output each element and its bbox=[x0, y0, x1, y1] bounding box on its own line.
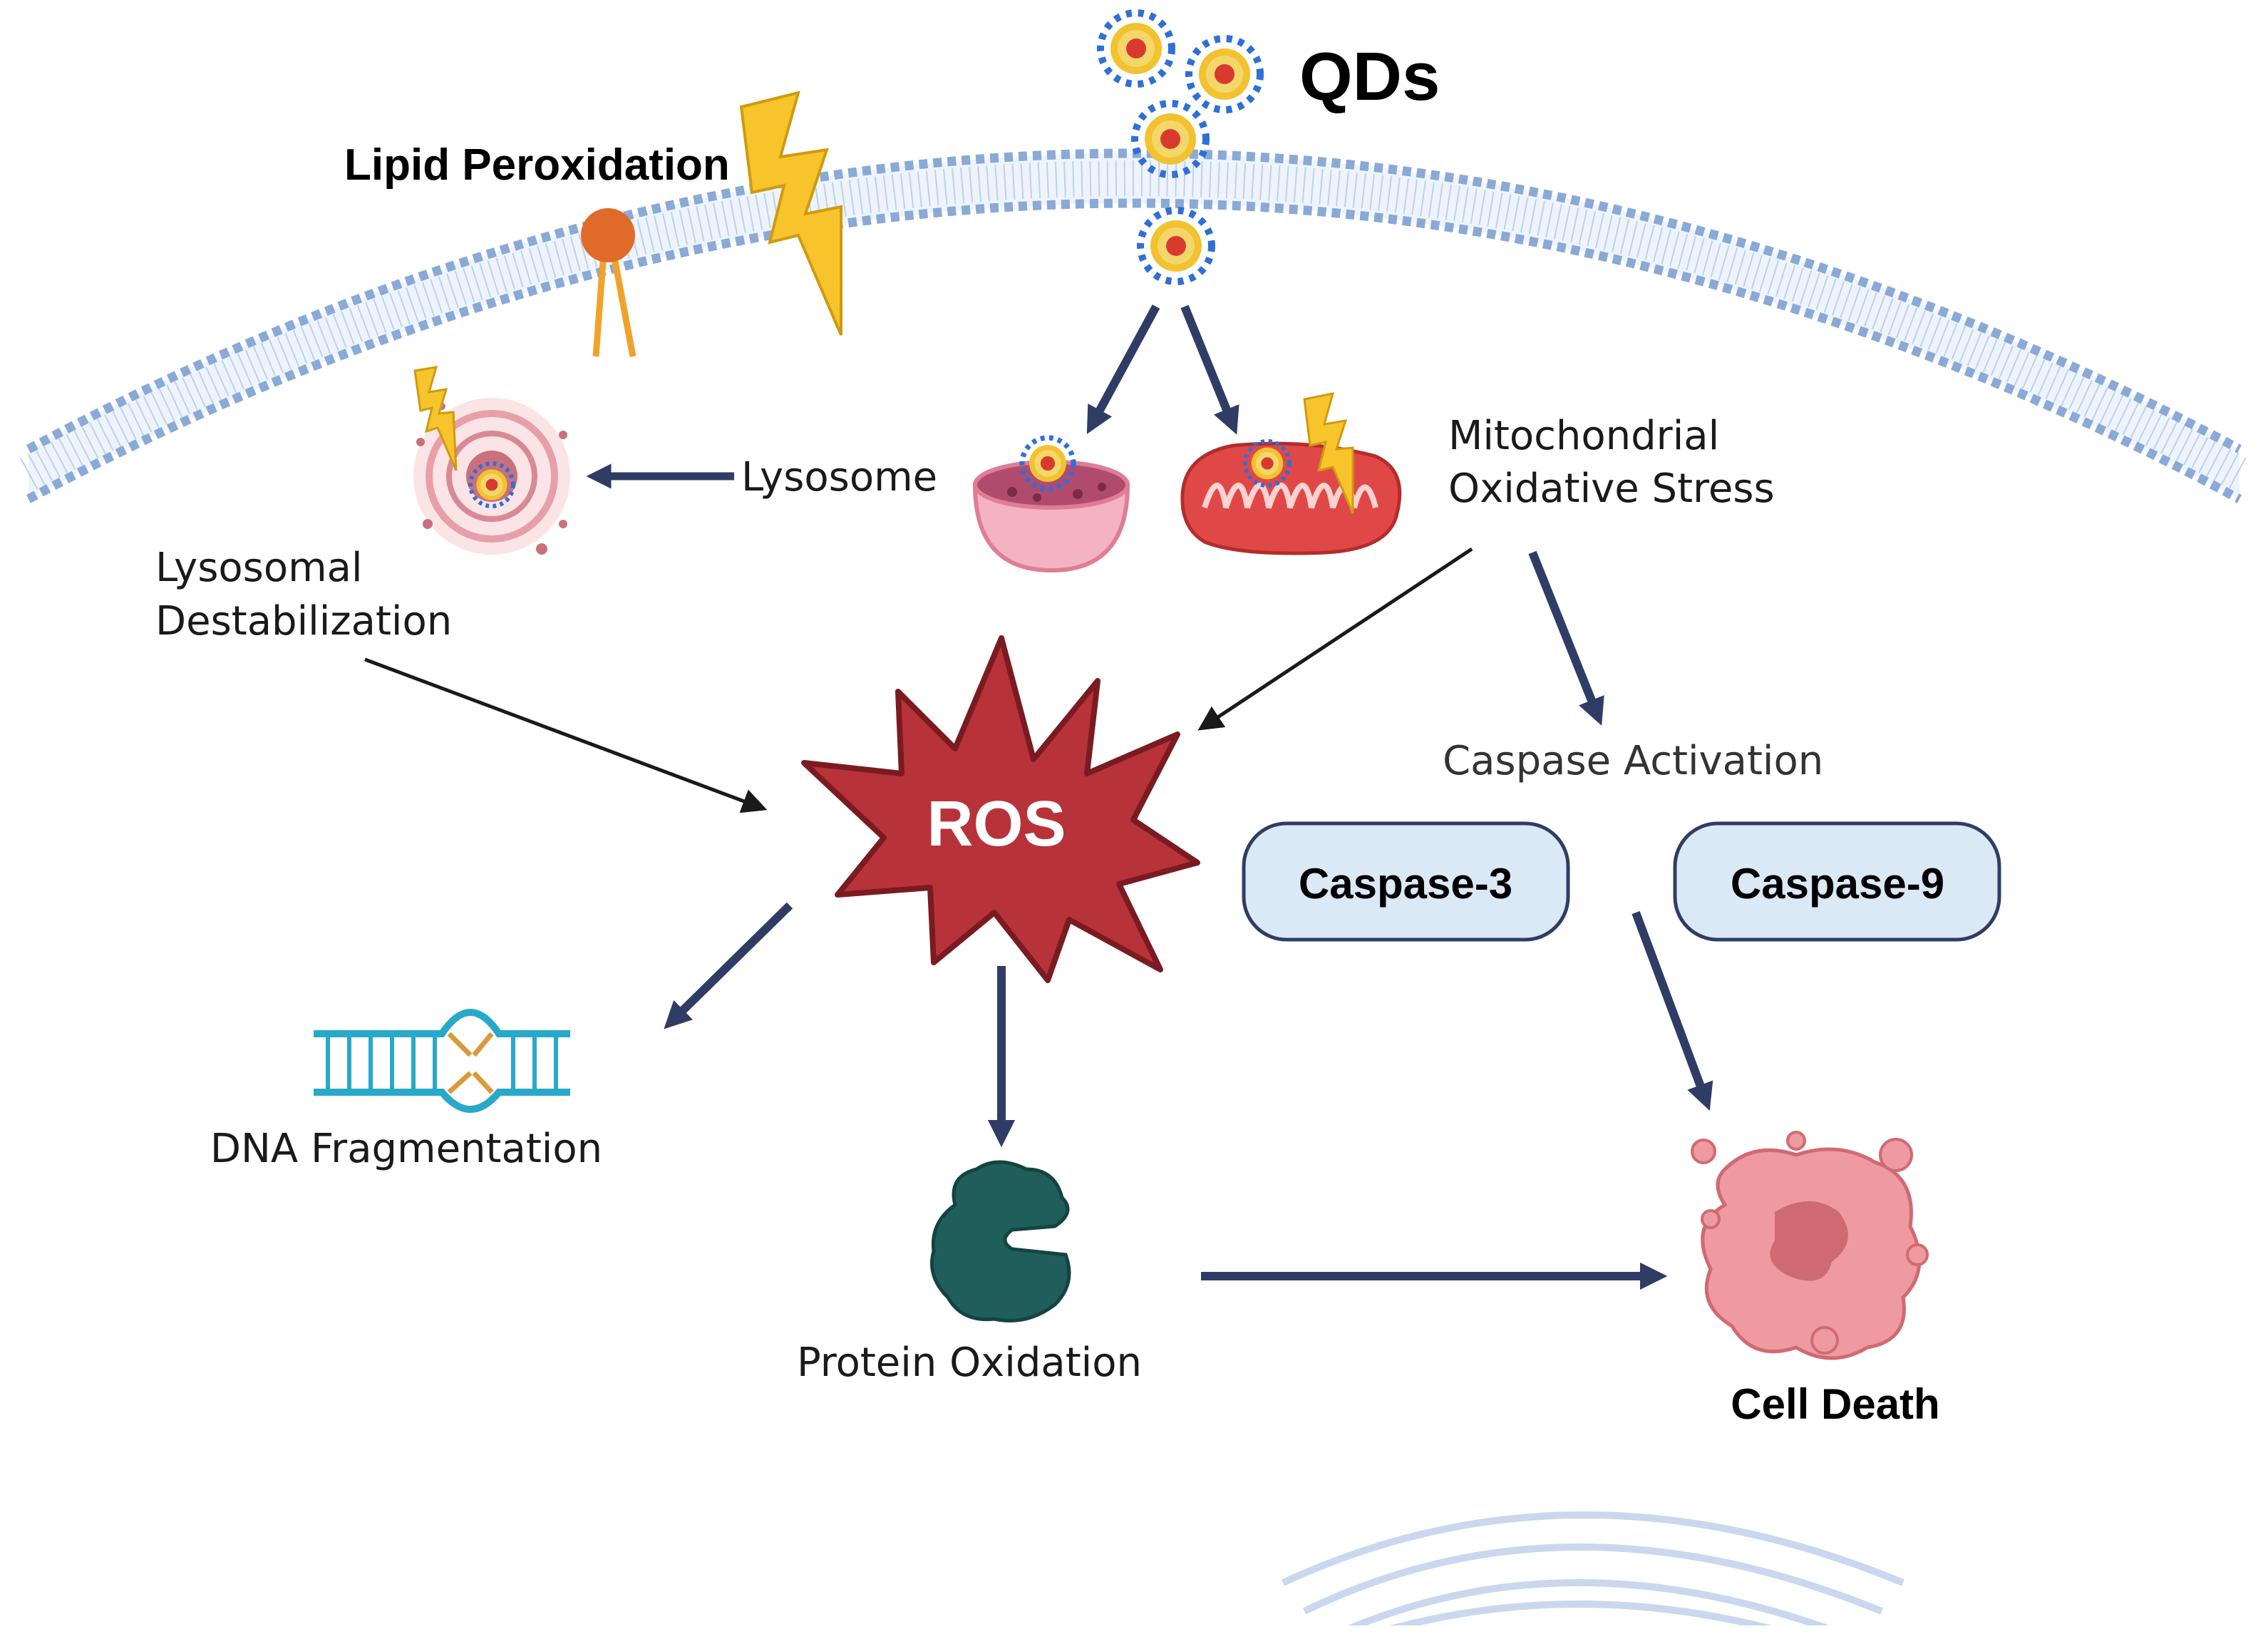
dna-icon bbox=[314, 1009, 570, 1113]
arrow-destabilization-to-ros bbox=[364, 657, 768, 813]
lightning-icon bbox=[739, 91, 842, 336]
arrow-caspase9-to-cell-death bbox=[1632, 910, 1713, 1111]
dna-fragmentation-label: DNA Fragmentation bbox=[210, 1126, 602, 1172]
caspase-9-label: Caspase-9 bbox=[1731, 860, 1944, 908]
caspase-activation-label: Caspase Activation bbox=[1443, 738, 1823, 784]
lysosomal-destabilization-line2: Destabilization bbox=[155, 598, 452, 644]
ros-starburst bbox=[801, 635, 1200, 983]
ros-label: ROS bbox=[927, 788, 1066, 860]
protein-icon bbox=[930, 1160, 1071, 1322]
qd-nanoparticle-icon bbox=[1101, 13, 1260, 282]
apoptotic-cell-icon bbox=[1691, 1131, 1929, 1360]
lysosomal-destabilization-line1: Lysosomal bbox=[155, 545, 363, 591]
arrow-mito-to-ros bbox=[1197, 547, 1473, 731]
lipid-peroxidation-label: Lipid Peroxidation bbox=[344, 140, 730, 190]
caspase-3-label: Caspase-3 bbox=[1299, 860, 1512, 908]
arrow-qd-to-mitochondria bbox=[1180, 304, 1239, 435]
golgi-icon bbox=[1281, 1511, 1904, 1643]
lipid-icon bbox=[581, 208, 636, 357]
mito-stress-label-line1: Mitochondrial bbox=[1448, 413, 1719, 459]
mito-stress-label-line2: Oxidative Stress bbox=[1448, 466, 1775, 512]
lysosome-icon bbox=[972, 438, 1130, 573]
lysosome-label: Lysosome bbox=[741, 454, 937, 500]
arrow-ros-to-dna bbox=[664, 902, 793, 1029]
caspase-9-box bbox=[1673, 821, 2001, 942]
caspase-3-box bbox=[1242, 821, 1570, 942]
cell-membrane bbox=[20, 148, 2248, 503]
protein-oxidation-label: Protein Oxidation bbox=[797, 1340, 1142, 1386]
arrow-mito-to-caspase bbox=[1528, 550, 1604, 726]
mitochondria-icon bbox=[1180, 392, 1402, 555]
damaged-lysosome-icon bbox=[413, 366, 570, 555]
cell-death-label: Cell Death bbox=[1731, 1380, 1939, 1428]
arrow-qd-to-lysosome bbox=[1086, 304, 1160, 434]
qds-label: QDs bbox=[1299, 38, 1440, 115]
